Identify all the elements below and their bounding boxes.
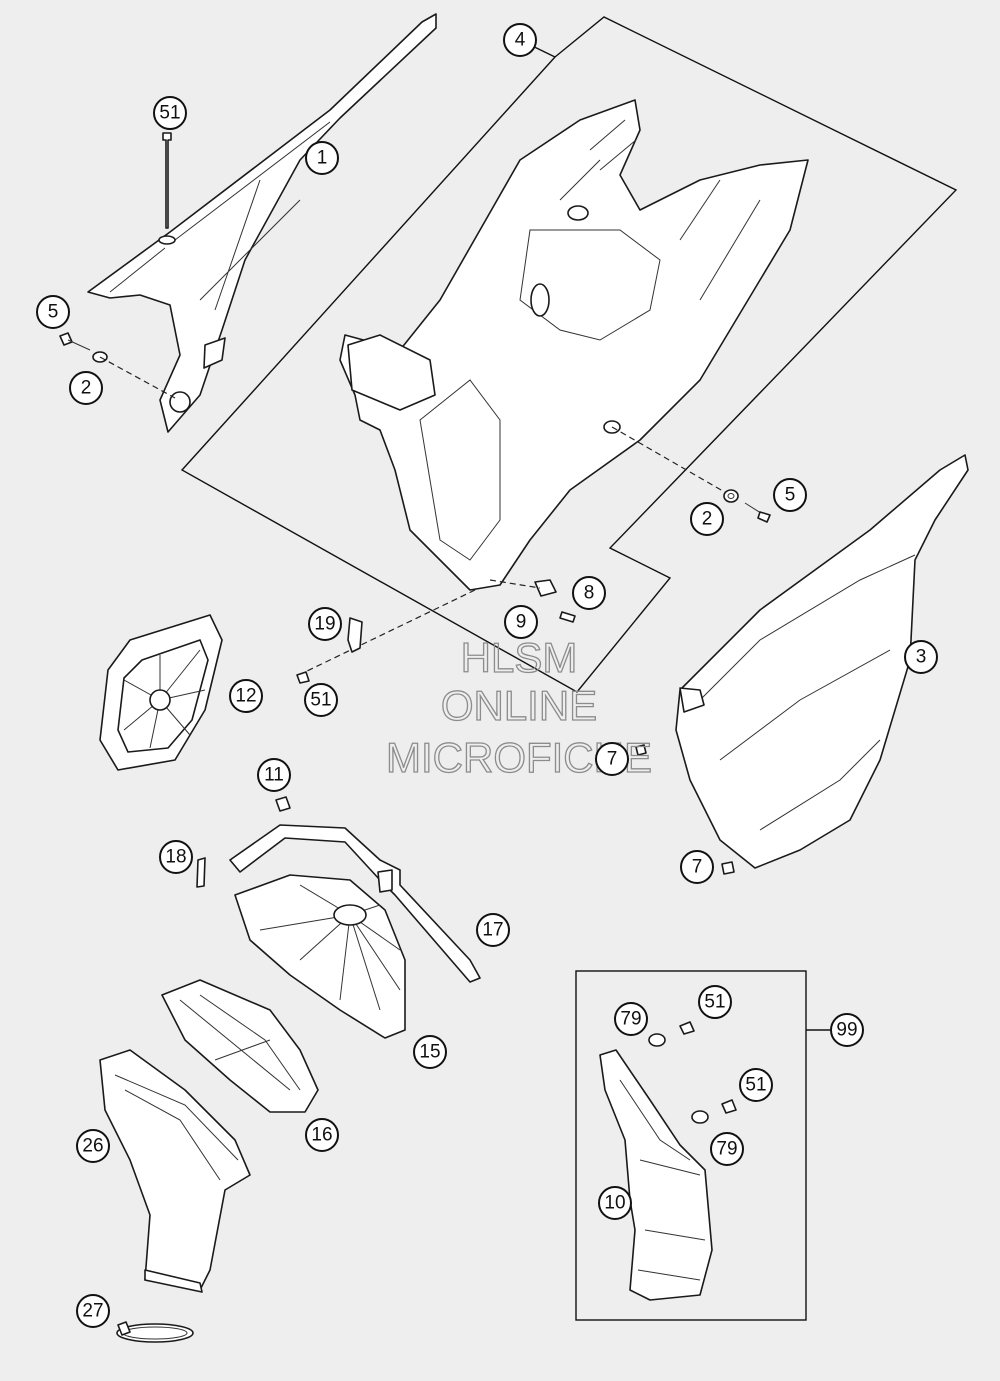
mount-line-bracket	[304, 589, 476, 673]
bracket-part-19	[347, 617, 363, 653]
watermark: HLSM ONLINE MICROFICHE	[385, 633, 652, 781]
callout-7-lower: 7	[680, 850, 714, 884]
intake-snorkel-part-10	[599, 1049, 713, 1301]
callout-label: 3	[916, 647, 927, 668]
callout-label: 2	[81, 378, 92, 399]
callout-27: 27	[76, 1294, 110, 1328]
callout-51-kit-bottom: 51	[739, 1068, 773, 1102]
callout-label: 51	[159, 103, 180, 124]
screw-part-7-lower	[721, 861, 735, 875]
kit-99-frame	[575, 970, 807, 1321]
callout-4: 4	[503, 23, 537, 57]
callout-label: 16	[311, 1125, 332, 1146]
screw-part-7-upper	[635, 744, 647, 756]
callout-51-top: 51	[153, 96, 187, 130]
callout-12: 12	[229, 679, 263, 713]
callout-51-kit-top: 51	[698, 985, 732, 1019]
washer-part-2-right	[723, 489, 739, 503]
callout-51-mid: 51	[304, 683, 338, 717]
side-number-plate-part-1	[87, 13, 437, 433]
callout-label: 1	[317, 148, 328, 169]
clip-part-8	[534, 579, 557, 597]
bolt-part-51-kit-top	[679, 1021, 695, 1035]
bolt-part-5-left	[59, 332, 91, 351]
callout-label: 12	[235, 686, 256, 707]
mount-line-right	[611, 426, 729, 495]
bolt-part-5-right	[744, 502, 771, 523]
filter-support-part-16	[161, 979, 319, 1113]
callout-label: 15	[419, 1042, 440, 1063]
intake-boot-part-26	[99, 1049, 251, 1293]
callout-17: 17	[476, 913, 510, 947]
callout-label: 11	[264, 765, 284, 786]
callout-label: 26	[82, 1136, 103, 1157]
callout-label: 51	[745, 1075, 766, 1096]
callout-label: 79	[620, 1009, 641, 1030]
mount-line-left	[99, 356, 176, 399]
callout-label: 5	[48, 302, 59, 323]
watermark-line-2: ONLINE	[441, 682, 597, 729]
callout-label: 8	[584, 583, 595, 604]
callout-label: 51	[704, 992, 725, 1013]
callout-18: 18	[159, 840, 193, 874]
callout-79-top: 79	[614, 1002, 648, 1036]
callout-2-right: 2	[690, 502, 724, 536]
screw-part-9	[559, 611, 576, 623]
callout-label: 10	[604, 1193, 625, 1214]
air-filter-cage-part-12	[99, 614, 223, 771]
washer-part-79-top	[648, 1033, 666, 1047]
callout-label: 51	[310, 690, 331, 711]
bolt-part-51-top	[158, 132, 176, 245]
callout-label: 2	[702, 509, 713, 530]
callout-5-left: 5	[36, 295, 70, 329]
assembly-frame-part-4	[180, 16, 958, 693]
callout-8: 8	[572, 576, 606, 610]
callout-11: 11	[257, 758, 291, 792]
callout-99: 99	[830, 1013, 864, 1047]
callout-label: 27	[82, 1301, 103, 1322]
airbox-rear-frame-part-4	[339, 99, 809, 591]
pin-part-18	[196, 857, 206, 888]
callout-3: 3	[904, 640, 938, 674]
callout-7-upper: 7	[595, 742, 629, 776]
callout-19: 19	[308, 607, 342, 641]
air-filter-part-15	[234, 874, 406, 1039]
callout-label: 7	[607, 749, 618, 770]
callout-1: 1	[305, 141, 339, 175]
callout-79-bottom: 79	[710, 1132, 744, 1166]
callout-label: 5	[785, 485, 796, 506]
filter-holder-wire-part-17	[229, 824, 481, 983]
watermark-line-1: HLSM	[461, 634, 578, 681]
bolt-part-51-mid	[296, 671, 310, 684]
callout-label: 79	[716, 1139, 737, 1160]
callout-9: 9	[504, 605, 538, 639]
washer-part-79-bottom	[691, 1110, 709, 1124]
callout-label: 9	[516, 612, 527, 633]
callout-10: 10	[598, 1186, 632, 1220]
callout-2-left: 2	[69, 371, 103, 405]
callout-label: 17	[482, 920, 503, 941]
callout-label: 7	[692, 857, 703, 878]
nut-part-11	[275, 796, 291, 812]
callout-26: 26	[76, 1129, 110, 1163]
bolt-part-51-kit-bottom	[721, 1099, 737, 1114]
callout-label: 19	[314, 614, 335, 635]
hose-clamp-part-27	[116, 1321, 194, 1343]
callout-15: 15	[413, 1035, 447, 1069]
callout-5-right: 5	[773, 478, 807, 512]
callout-label: 18	[165, 847, 186, 868]
callout-label: 4	[515, 30, 526, 51]
mount-line-clip	[489, 579, 541, 589]
callout-label: 99	[836, 1020, 857, 1041]
callout-16: 16	[305, 1118, 339, 1152]
